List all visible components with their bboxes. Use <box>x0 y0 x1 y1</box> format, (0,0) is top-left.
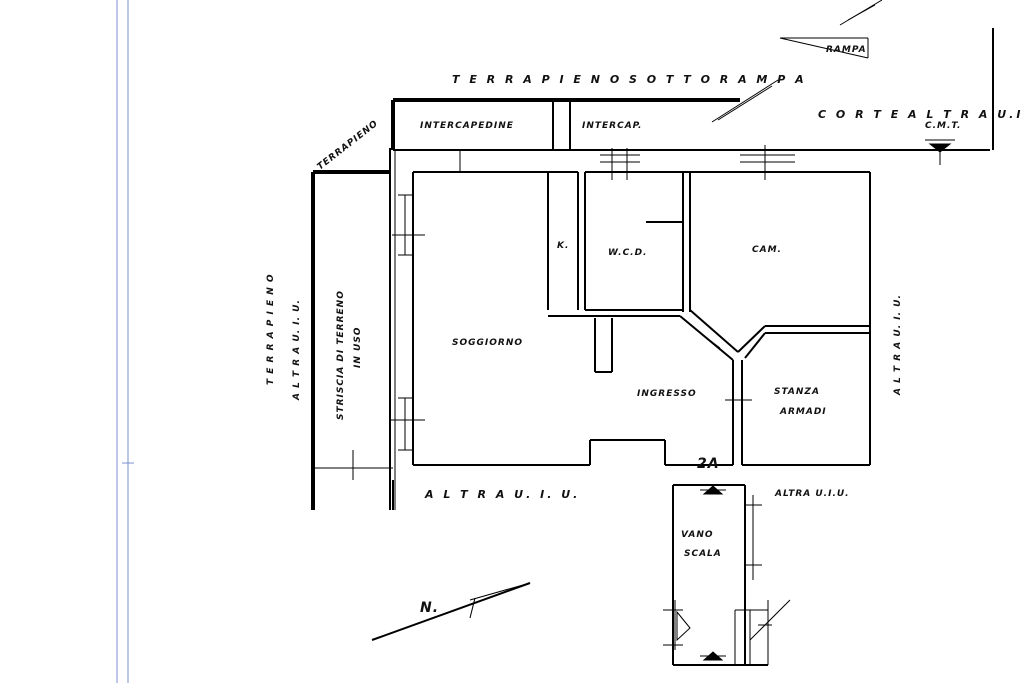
label-soggiorno: SOGGIORNO <box>452 338 523 348</box>
label-intercap: INTERCAP. <box>582 121 642 131</box>
label-ingresso: INGRESSO <box>637 389 697 399</box>
label-vano: VANO <box>681 530 714 540</box>
label-terrapieno-sotto-rampa: T E R R A P I E N O S O T T O R A M P A <box>452 73 807 86</box>
label-cam: CAM. <box>752 245 782 255</box>
label-corte: C O R T E A L T R A U.I.U. <box>818 108 1024 121</box>
label-altra-uiu-bottom-right: ALTRA U.I.U. <box>774 489 850 499</box>
label-intercapedine: INTERCAPEDINE <box>420 121 514 131</box>
label-altra-uiu-left: A L T R A U. I. U. <box>292 299 302 401</box>
label-in-uso: IN USO <box>353 327 363 368</box>
label-striscia: STRISCIA DI TERRENO <box>336 290 346 420</box>
label-scala: SCALA <box>684 549 722 559</box>
label-terrapieno-vertical: T E R R A P I E N O <box>266 273 276 385</box>
label-k: K. <box>557 241 569 251</box>
label-cmt: C.M.T. <box>925 121 961 131</box>
north-arrow-icon <box>371 582 531 641</box>
label-wc: W.C.D. <box>608 248 647 258</box>
plan-labels: T E R R A P I E N O S O T T O R A M P A … <box>266 45 1024 616</box>
walls <box>311 0 994 666</box>
label-level: 2A <box>697 456 720 472</box>
label-armadi: ARMADI <box>779 407 827 417</box>
label-stanza: STANZA <box>774 387 820 397</box>
label-altra-uiu-right: A L T R A U. I. U. <box>893 294 903 396</box>
label-north: N. <box>420 600 439 616</box>
label-terrapieno-diagonal: TERRAPIENO <box>316 119 381 173</box>
label-rampa: RAMPA <box>826 45 867 55</box>
label-altra-uiu-bottom: A L T R A U. I. U. <box>424 488 580 501</box>
